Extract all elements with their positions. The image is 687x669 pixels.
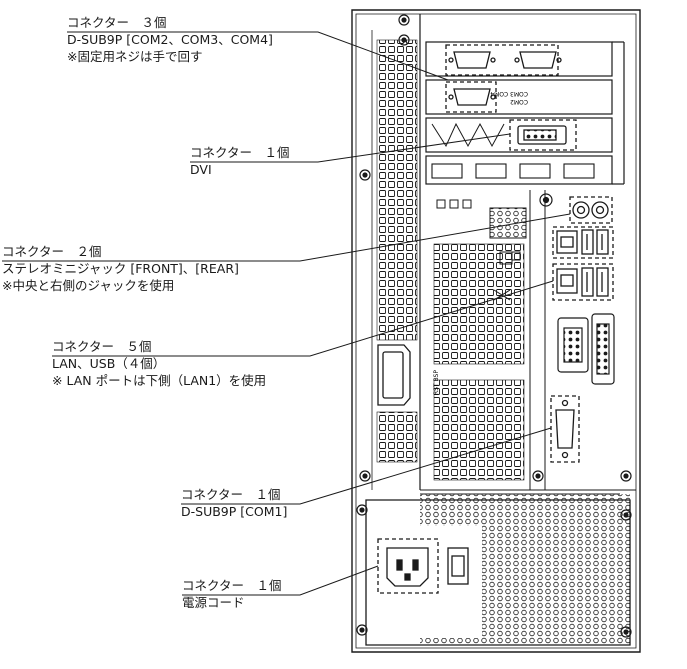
callout-com1: コネクター １個 D-SUB9P [COM1]	[181, 486, 287, 520]
callout-power-line1: 電源コード	[182, 595, 245, 610]
callout-lanusb-line1: LAN、USB（４個）	[52, 356, 166, 371]
com-card-label: COM3 COM4	[490, 90, 528, 97]
leader-com234	[67, 31, 449, 81]
leader-lanusb	[52, 280, 554, 357]
left-vent-lower	[376, 411, 418, 463]
callout-audio-line2: ※中央と右側のジャックを使用	[2, 278, 175, 293]
callout-com1-line1: D-SUB9P [COM1]	[181, 504, 288, 519]
dvi-connector	[431, 119, 577, 151]
callout-dvi: コネクター １個 DVI	[190, 144, 290, 178]
expansion-slots	[425, 41, 625, 185]
chassis	[351, 9, 641, 653]
left-bracket-port	[377, 344, 411, 406]
callout-power-title: コネクター １個	[182, 578, 282, 593]
bios-label: RST BSP	[433, 370, 440, 395]
callout-lanusb-title: コネクター ５個	[52, 339, 152, 354]
leader-power	[182, 565, 379, 596]
com1-connector	[550, 395, 580, 463]
leader-com1	[181, 427, 552, 505]
leader-audio	[2, 213, 571, 262]
callout-com234-line1: D-SUB9P [COM2、COM3、COM4]	[67, 32, 273, 47]
callout-com234-title: コネクター ３個	[67, 15, 167, 30]
callout-dvi-title: コネクター １個	[190, 145, 290, 160]
left-vent	[376, 39, 418, 341]
callout-audio-title: コネクター ２個	[2, 244, 102, 259]
callout-com1-title: コネクター １個	[181, 487, 281, 502]
callout-audio-line1: ステレオミニジャック [FRONT]、[REAR]	[2, 261, 239, 276]
lan-usb-ports	[552, 226, 614, 301]
mid-vent-lower	[433, 379, 525, 481]
callout-power: コネクター １個 電源コード	[182, 577, 282, 611]
callout-lanusb: コネクター ５個 LAN、USB（４個） ※ LAN ポートは下側（LAN1）を…	[52, 338, 266, 389]
leader-lines	[2, 31, 571, 596]
com-card-labels: COM3 COM4 COM2	[490, 90, 528, 105]
psu	[365, 493, 631, 646]
display-ports	[431, 163, 595, 179]
callout-dvi-line1: DVI	[190, 162, 212, 177]
leader-dvi	[190, 133, 511, 163]
audio-jacks	[569, 196, 613, 224]
callout-audio: コネクター ２個 ステレオミニジャック [FRONT]、[REAR] ※中央と右…	[2, 243, 239, 294]
callout-lanusb-line2: ※ LAN ポートは下側（LAN1）を使用	[52, 373, 267, 388]
callout-com234-line2: ※固定用ネジは手で回す	[67, 49, 203, 64]
com-card-label2: COM2	[510, 98, 528, 105]
callout-com234: コネクター ３個 D-SUB9P [COM2、COM3、COM4] ※固定用ネジ…	[67, 14, 273, 65]
vga-dvi-lower	[557, 313, 615, 385]
com234-connectors	[445, 44, 562, 113]
